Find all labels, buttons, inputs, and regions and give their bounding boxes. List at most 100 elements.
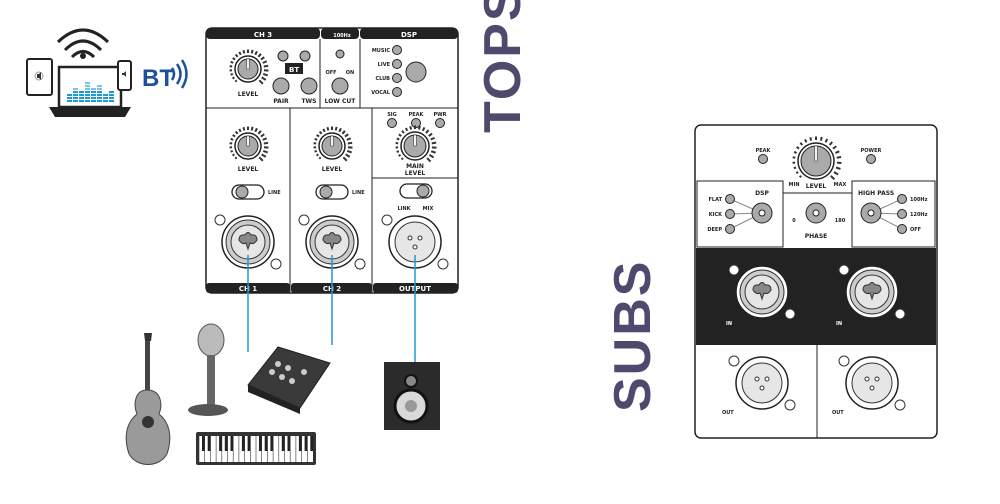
dsp-mode-led (393, 88, 402, 97)
knob-pointer (331, 136, 333, 146)
sub-dsp-led (726, 210, 735, 219)
knob-tick (348, 143, 352, 144)
xlr-pin (760, 386, 764, 390)
eq-segment (67, 97, 72, 99)
lowcut-on-label: ON (346, 70, 354, 76)
knob-tick (233, 58, 235, 60)
knob-pointer (815, 146, 817, 161)
eq-segment (91, 94, 96, 96)
knob-tick (233, 154, 235, 155)
knob-tick (239, 129, 240, 132)
knob-tick (419, 126, 420, 130)
dsp-header: DSP (401, 31, 417, 39)
ch1-line-label: LINE (268, 190, 281, 196)
eq-segment (85, 91, 90, 93)
screw-icon (839, 356, 849, 366)
dsp-mode-label: MUSIC (372, 48, 390, 54)
ch1-level-label: LEVEL (238, 166, 259, 173)
bluetooth-waves-icon (172, 60, 187, 88)
main-level-label: LEVEL (405, 170, 426, 177)
ch2-mic-line-switch[interactable] (316, 185, 348, 199)
knob-tick (399, 134, 401, 136)
xlr-pin (875, 377, 879, 381)
max-label: MAX (834, 182, 847, 188)
eq-segment (97, 94, 102, 96)
knob-tick (796, 172, 798, 173)
xlr-pin (865, 377, 869, 381)
led-label: PWR (433, 112, 446, 118)
lowcut-label: LOW CUT (325, 98, 357, 105)
switch-knob (320, 186, 332, 198)
screw-icon (839, 265, 849, 275)
eq-segment (79, 91, 84, 93)
knob-tick (317, 154, 319, 155)
eq-segment (79, 100, 84, 102)
speaker-icon (384, 362, 440, 430)
high-pass-led (898, 195, 907, 204)
knob-tick (231, 74, 233, 75)
peak-led (759, 155, 768, 164)
knob-tick (235, 80, 236, 81)
dsp-mode-led (393, 46, 402, 55)
lowcut-button[interactable] (332, 78, 348, 94)
ch3-level-label: LEVEL (238, 91, 259, 98)
eq-segment (73, 97, 78, 99)
tws-led (300, 51, 310, 61)
lowcut-off-label: OFF (325, 70, 336, 76)
in-left-label: IN (726, 321, 732, 327)
knob-tick (243, 127, 244, 130)
status-led (388, 119, 397, 128)
knob-tick (810, 137, 811, 140)
screw-icon (729, 356, 739, 366)
screw-icon (438, 259, 448, 269)
screw-icon (785, 309, 795, 319)
eq-segment (79, 97, 84, 99)
min-label: MIN (788, 182, 799, 188)
sub-dsp-led (726, 225, 735, 234)
microphone-icon (188, 324, 228, 416)
lowcut-led (336, 50, 344, 58)
knob-tick (797, 147, 799, 149)
peak-label: PEAK (756, 148, 772, 154)
knob-pointer (414, 135, 416, 146)
ch1-mic-line-switch[interactable] (232, 185, 264, 199)
knob-tick (231, 139, 234, 140)
eq-segment (85, 97, 90, 99)
eq-segment (85, 100, 90, 102)
knob-tick (327, 127, 328, 130)
eq-segment (103, 100, 108, 102)
screw-icon (271, 259, 281, 269)
xlr-pin (765, 377, 769, 381)
phase-label: PHASE (805, 233, 827, 240)
black-key (310, 436, 313, 451)
tws-button[interactable] (301, 78, 317, 94)
bt-badge: BT (289, 66, 299, 74)
status-led (436, 119, 445, 128)
eq-segment (97, 88, 102, 90)
knob-tick (800, 176, 801, 177)
eq-segment (73, 94, 78, 96)
knob-tick (406, 128, 407, 131)
high-pass-option-label: 120Hz (910, 212, 928, 218)
knob-tick (836, 167, 840, 168)
phone-icon (118, 61, 131, 90)
knob-tick (233, 135, 235, 137)
eq-segment (91, 91, 96, 93)
knob-tick (410, 126, 411, 129)
high-pass-option-label: OFF (910, 227, 921, 233)
link-mix-switch[interactable] (400, 184, 432, 198)
dsp-mode-label: VOCAL (371, 90, 391, 96)
knob-tick (264, 66, 268, 67)
eq-segment (97, 97, 102, 99)
knob-tick (231, 151, 233, 152)
pair-button[interactable] (273, 78, 289, 94)
eq-segment (79, 94, 84, 96)
knob-tick (323, 129, 324, 132)
knob-tick (397, 138, 400, 139)
eq-segment (85, 88, 90, 90)
screw-icon (299, 215, 309, 225)
knob-tick (805, 139, 806, 142)
dsp-select-button[interactable] (406, 62, 426, 82)
xlr-pin (870, 386, 874, 390)
